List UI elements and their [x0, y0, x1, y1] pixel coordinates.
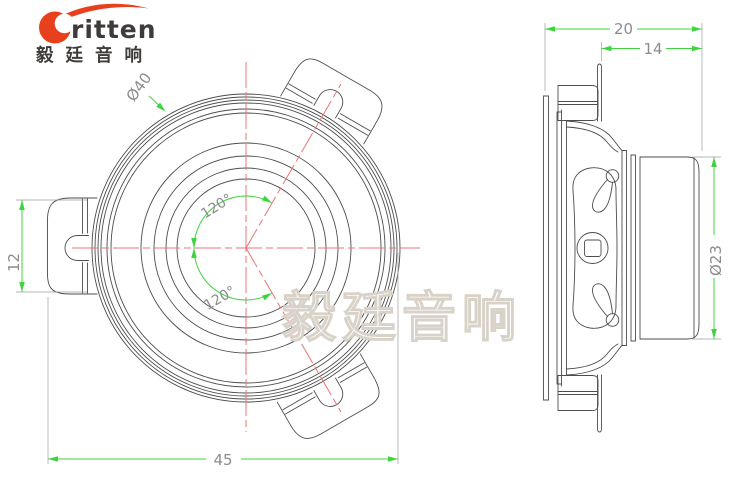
watermark-text: 毅廷音响 — [282, 286, 522, 349]
terminal-plate — [572, 167, 620, 329]
outer-diameter-label: Ø40 — [123, 69, 156, 105]
frame-back-plates — [621, 150, 636, 346]
angle-dimension-lower: 120° — [191, 247, 274, 314]
logo-chinese-text: 毅廷音响 — [35, 45, 154, 66]
depth-dimension-20: 20 — [544, 20, 703, 151]
terminal-eyelet-bottom — [605, 313, 620, 327]
terminal-square-hole — [584, 239, 602, 257]
terminal-center-ring — [576, 232, 609, 264]
center-lines — [72, 62, 420, 432]
logo-swoosh-icon — [59, 3, 149, 21]
magnet-diameter-label: Ø23 — [707, 245, 725, 276]
diameter-dimension-40: Ø40 — [123, 69, 168, 114]
angle-dimension-upper: 120° — [191, 191, 274, 249]
bottom-tab-side — [557, 374, 602, 433]
angle-upper-label: 120° — [198, 191, 235, 222]
mounting-tab-bottom-right — [276, 353, 386, 446]
magnet-diameter-dimension-23: Ø23 — [692, 156, 725, 340]
tab-height-label: 12 — [5, 253, 23, 272]
basket-shoulder-bottom — [566, 343, 623, 376]
frame-front-wall — [556, 109, 567, 387]
terminal-lug-bottom — [592, 283, 613, 317]
basket-shoulder-top — [566, 120, 623, 153]
terminal-eyelet-top — [605, 169, 620, 183]
depth-dimension-14: 14 — [601, 40, 702, 61]
front-view: 120° 120° Ø40 12 45 — [5, 52, 420, 469]
total-depth-label: 20 — [614, 20, 633, 38]
logo-brand-text: ritten — [71, 15, 157, 44]
overall-width-dimension-45: 45 — [47, 253, 399, 469]
mounting-tab-left — [47, 197, 98, 295]
logo: ritten 毅廷音响 — [35, 3, 157, 66]
side-view: 20 14 Ø23 — [543, 20, 725, 433]
body-depth-label: 14 — [643, 40, 662, 58]
magnet-cylinder — [639, 156, 700, 340]
angle-lower-label: 120° — [201, 283, 238, 314]
logo-e-mark-icon — [39, 11, 75, 44]
mounting-tab-top-right — [280, 52, 390, 145]
top-tab-side — [557, 63, 602, 122]
overall-width-label: 45 — [213, 451, 232, 469]
gasket-plate — [543, 95, 549, 401]
tab-height-dimension-12: 12 — [5, 199, 87, 293]
terminal-lug-top — [592, 179, 613, 213]
